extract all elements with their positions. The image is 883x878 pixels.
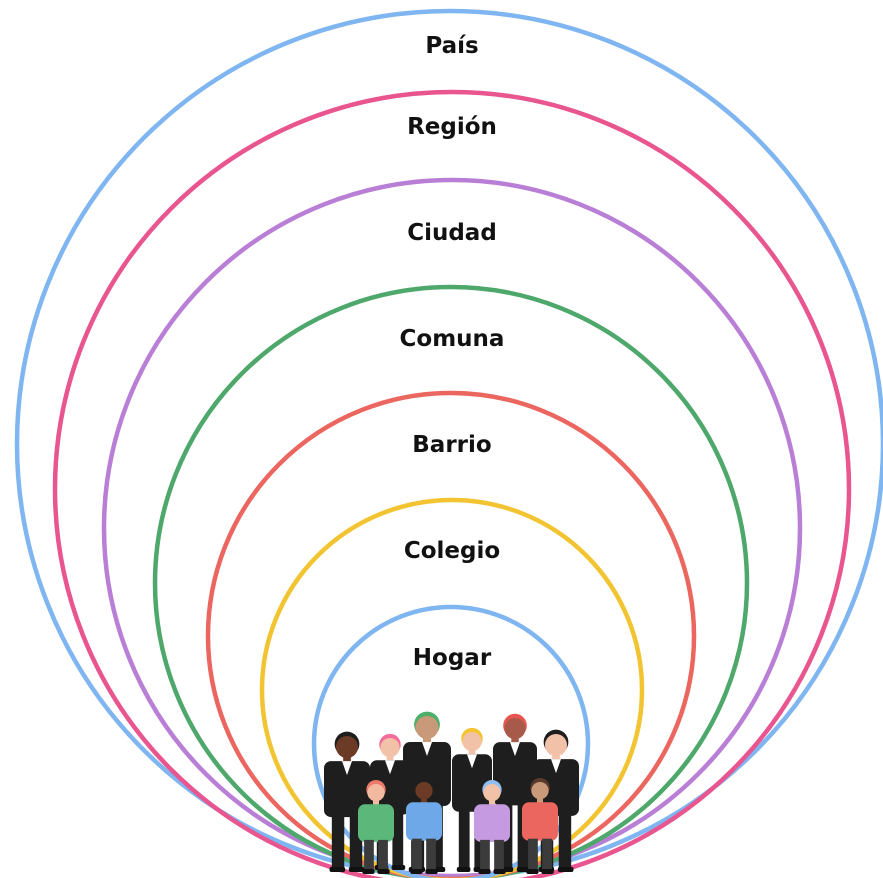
level-label-ciudad: Ciudad xyxy=(407,220,497,246)
level-label-colegio: Colegio xyxy=(404,538,500,564)
child-figure xyxy=(358,779,394,874)
ring-ciudad xyxy=(101,177,803,878)
level-label-barrio: Barrio xyxy=(412,432,491,458)
group-of-people-illustration xyxy=(324,711,579,874)
level-label-region: Región xyxy=(407,114,497,140)
level-label-pais: País xyxy=(425,33,478,59)
child-figure xyxy=(474,779,510,874)
level-label-hogar: Hogar xyxy=(413,645,492,671)
ring-hogar xyxy=(311,604,591,878)
ring-colegio xyxy=(259,497,645,878)
level-label-comuna: Comuna xyxy=(400,326,505,352)
adult-figure xyxy=(324,731,370,872)
child-figure xyxy=(406,777,442,874)
ring-region xyxy=(52,89,852,878)
ring-barrio xyxy=(205,390,697,878)
child-figure xyxy=(522,777,558,874)
labels-layer: País Región Ciudad Comuna Barrio Colegio… xyxy=(400,33,505,671)
rings-layer xyxy=(14,8,883,878)
ring-comuna xyxy=(152,284,750,878)
